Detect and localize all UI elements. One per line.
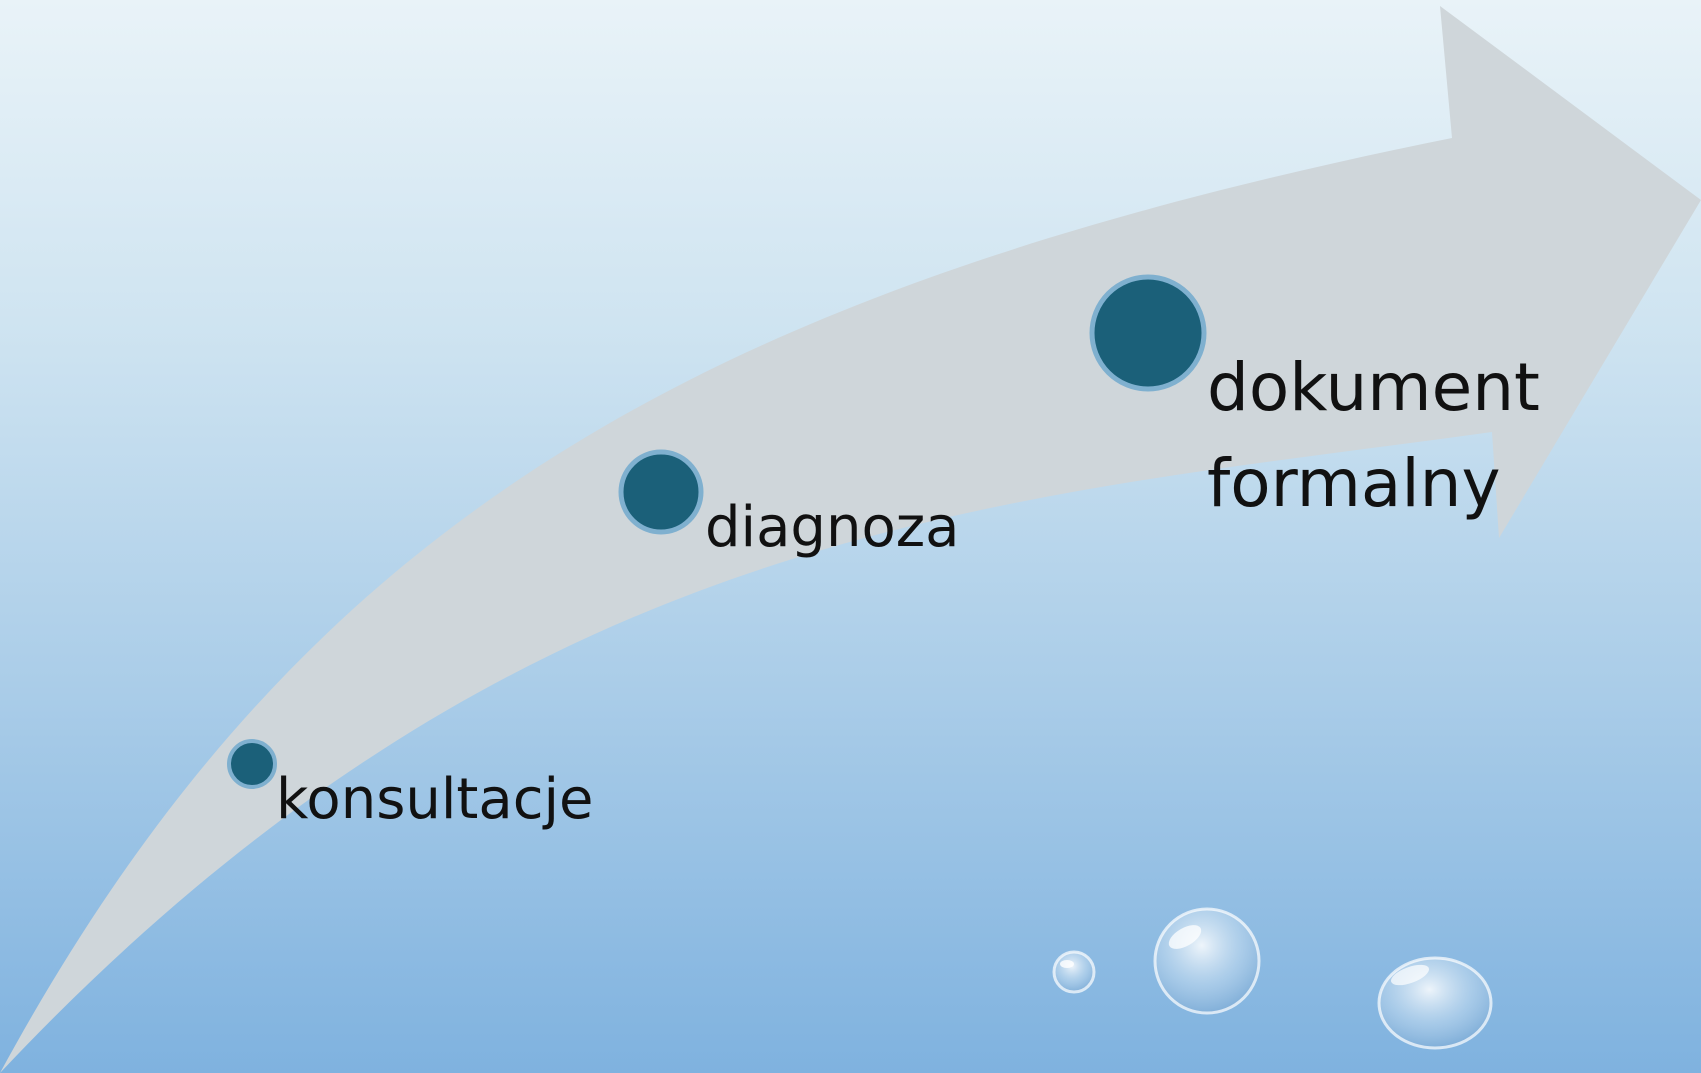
water-drop-small: [1052, 950, 1096, 994]
curved-arrow: [0, 6, 1701, 1073]
step-node-konsultacje: [227, 739, 277, 789]
step-label-line2: formalny: [1207, 445, 1501, 522]
water-drop-large: [1377, 956, 1493, 1050]
step-node-dokument: [1089, 274, 1207, 392]
step-label-dokument-formalny: dokument formalny: [1207, 340, 1607, 532]
step-label-diagnoza: diagnoza: [705, 495, 960, 560]
water-drop-medium: [1153, 907, 1261, 1015]
step-label-konsultacje: konsultacje: [276, 767, 594, 832]
step-node-diagnoza: [618, 449, 704, 535]
step-label-line1: dokument: [1207, 349, 1540, 426]
water-drops-decoration: [1052, 907, 1493, 1050]
